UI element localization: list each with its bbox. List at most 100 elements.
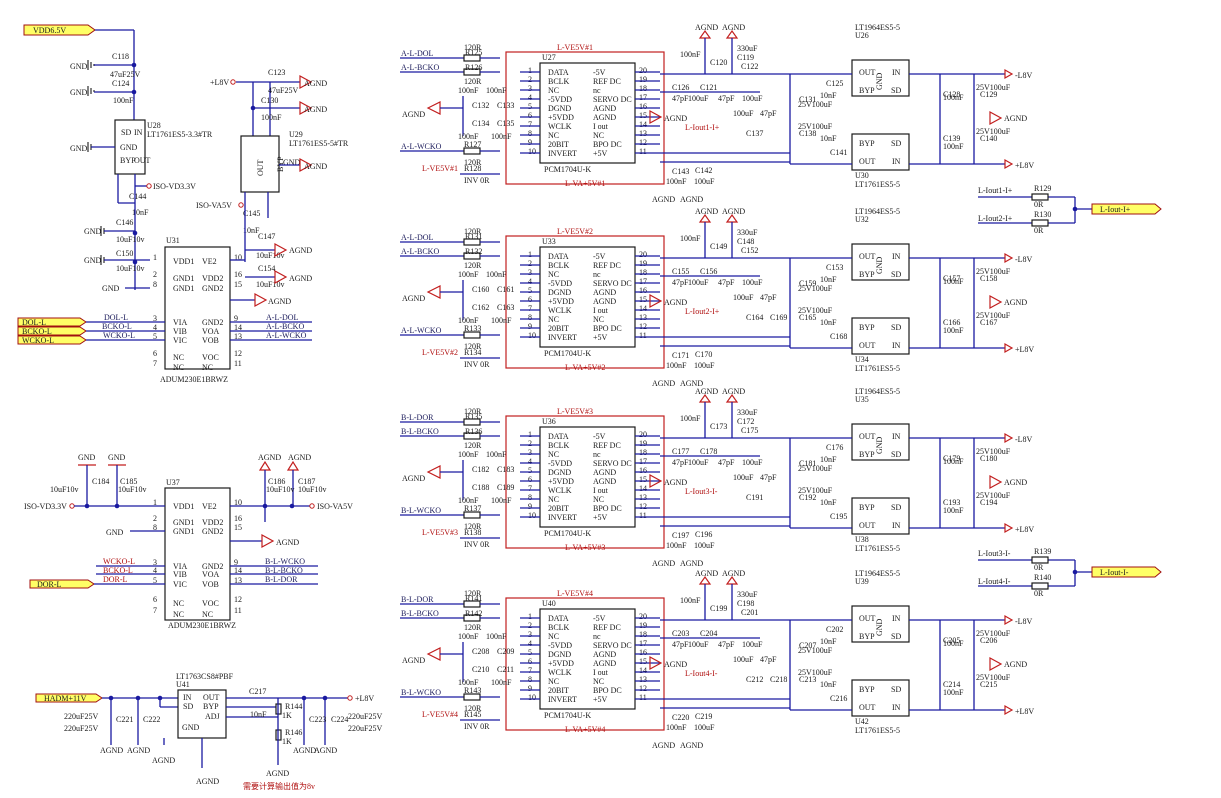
cap-value: 25V100uF	[798, 284, 833, 293]
cap-value: 100nF	[458, 678, 479, 687]
iso-pin-num: 8	[153, 523, 157, 532]
reg-out-pos: +L8V	[1015, 707, 1034, 716]
res-ref: R125	[465, 48, 482, 57]
cap-ref: C119	[737, 53, 754, 62]
cap-ref: C189	[497, 483, 514, 492]
dac-chip	[539, 62, 636, 164]
cap-ref: C166	[943, 318, 960, 327]
summer-r1-val: 0R	[1034, 563, 1044, 572]
iso-pin-label: VOA	[202, 570, 220, 579]
svg-text:OUT: OUT	[203, 693, 220, 702]
reg-pin: OUT	[859, 432, 876, 441]
dac-pin-label: BCLK	[548, 77, 570, 86]
cap-value: 100uF	[742, 94, 763, 103]
cap-value: 47pF	[718, 94, 735, 103]
dac-pin-num: 4	[528, 639, 532, 648]
dac-pin-label: BCLK	[548, 441, 570, 450]
reg-out-neg: -L8V	[1015, 435, 1033, 444]
svg-text:DOL-L: DOL-L	[104, 313, 128, 322]
svg-text:B-L-BCKO: B-L-BCKO	[265, 566, 303, 575]
iso-pin-label: VDD1	[173, 257, 194, 266]
cap-ref: C175	[741, 426, 758, 435]
svg-text:ISO-VD3.3V: ISO-VD3.3V	[24, 502, 67, 511]
iso-pin-label: NC	[173, 610, 184, 619]
dac-pin-num: 9	[528, 138, 532, 147]
svg-text:10nF: 10nF	[243, 226, 260, 235]
port-arrow	[1004, 614, 1014, 626]
dac-pin-num: 17	[639, 93, 647, 102]
res-value: 120R	[464, 227, 482, 236]
agnd-label: AGND	[1004, 660, 1027, 669]
dac-pin-label: -5VDD	[548, 459, 572, 468]
dac-pin-num: 18	[639, 630, 647, 639]
svg-text:WCKO-L: WCKO-L	[103, 331, 135, 340]
dac-pin-label: AGND	[593, 468, 616, 477]
svg-text:10uF10v: 10uF10v	[256, 251, 284, 260]
cap-ref: C135	[497, 119, 514, 128]
cap-value: 47pF	[672, 94, 689, 103]
agnd-label: AGND	[722, 569, 745, 578]
svg-text:C124: C124	[112, 79, 129, 88]
summer-2: L-Iout3-I-L-Iout4-I-R1390RR1400RL-Iout-I…	[978, 547, 1162, 598]
vdd65-port[interactable]	[23, 24, 96, 36]
iso-pin-num: 7	[153, 359, 157, 368]
cap-value: 25V100uF	[976, 267, 1011, 276]
iso-pin-label: VE2	[202, 502, 217, 511]
iso-pin-label: GND2	[202, 318, 223, 327]
svg-text:C146: C146	[116, 218, 133, 227]
dac-channel-1: L-VE5V#1L-VA+5V#1U27PCM1704U-KDATA1BCLK2…	[400, 23, 1034, 204]
cap-value: 10nF	[820, 637, 837, 646]
svg-text:1K: 1K	[282, 711, 292, 720]
dac-pin-label: INVERT	[548, 513, 577, 522]
reg-pin: BYP	[859, 139, 875, 148]
svg-text:C217: C217	[249, 687, 266, 696]
svg-text:U29: U29	[289, 130, 303, 139]
agnd-label: AGND	[1004, 478, 1027, 487]
reg-ref: U35	[855, 395, 869, 404]
dac-pin-label: +5V	[593, 149, 608, 158]
svg-text:A-L-BCKO: A-L-BCKO	[266, 322, 304, 331]
dac-pin-label: BPO DC	[593, 324, 622, 333]
cap-value: 100uF	[733, 293, 754, 302]
agnd-label: AGND	[664, 114, 687, 123]
dac-iout-label: L-Iout4-I-	[685, 669, 718, 678]
reg-pin: IN	[892, 68, 901, 77]
summer-out-port	[1091, 203, 1162, 215]
reg-pin: OUT	[859, 521, 876, 530]
iso-pin-label: NC	[173, 353, 184, 362]
dac-pin-label: NC	[548, 632, 559, 641]
svg-text:IN: IN	[134, 128, 143, 137]
summer-junction	[1072, 206, 1078, 212]
dac-va-label: L-VA+5V#1	[565, 179, 605, 188]
agnd-label: AGND	[652, 379, 675, 388]
cap-value: 100nF	[680, 50, 701, 59]
cap-ref: C194	[980, 498, 997, 507]
svg-text:C224: C224	[331, 715, 348, 724]
reg-pin: OUT	[859, 614, 876, 623]
svg-text:BCKO-L: BCKO-L	[103, 566, 133, 575]
svg-text:GND: GND	[182, 723, 200, 732]
svg-text:10uF10v: 10uF10v	[266, 485, 294, 494]
dac-pin-label: SERVO DC	[593, 95, 632, 104]
dac-inv-rail: L-VE5V#2	[422, 348, 458, 357]
svg-text:C144: C144	[129, 192, 146, 201]
dac-pin-label: -5V	[593, 252, 606, 261]
iso-pin-label: NC	[173, 363, 184, 372]
cap-ref: C181	[799, 459, 816, 468]
cap-ref: C156	[700, 267, 717, 276]
res-value: 120R	[464, 441, 482, 450]
dac-pin-label: AGND	[593, 104, 616, 113]
cap-ref: C158	[980, 274, 997, 283]
svg-text:AGND: AGND	[304, 162, 327, 171]
cap-ref: C138	[799, 129, 816, 138]
cap-value: 47pF	[760, 655, 777, 664]
cap-ref: C157	[943, 274, 960, 283]
cap-value: 100nF	[486, 86, 507, 95]
iso-pin-num: 7	[153, 606, 157, 615]
svg-text:AGND: AGND	[258, 453, 281, 462]
dac-pin-num: 5	[528, 102, 532, 111]
svg-text:SD: SD	[121, 128, 131, 137]
dac-rail-frame	[505, 51, 665, 185]
cap-ref: C143	[672, 167, 689, 176]
